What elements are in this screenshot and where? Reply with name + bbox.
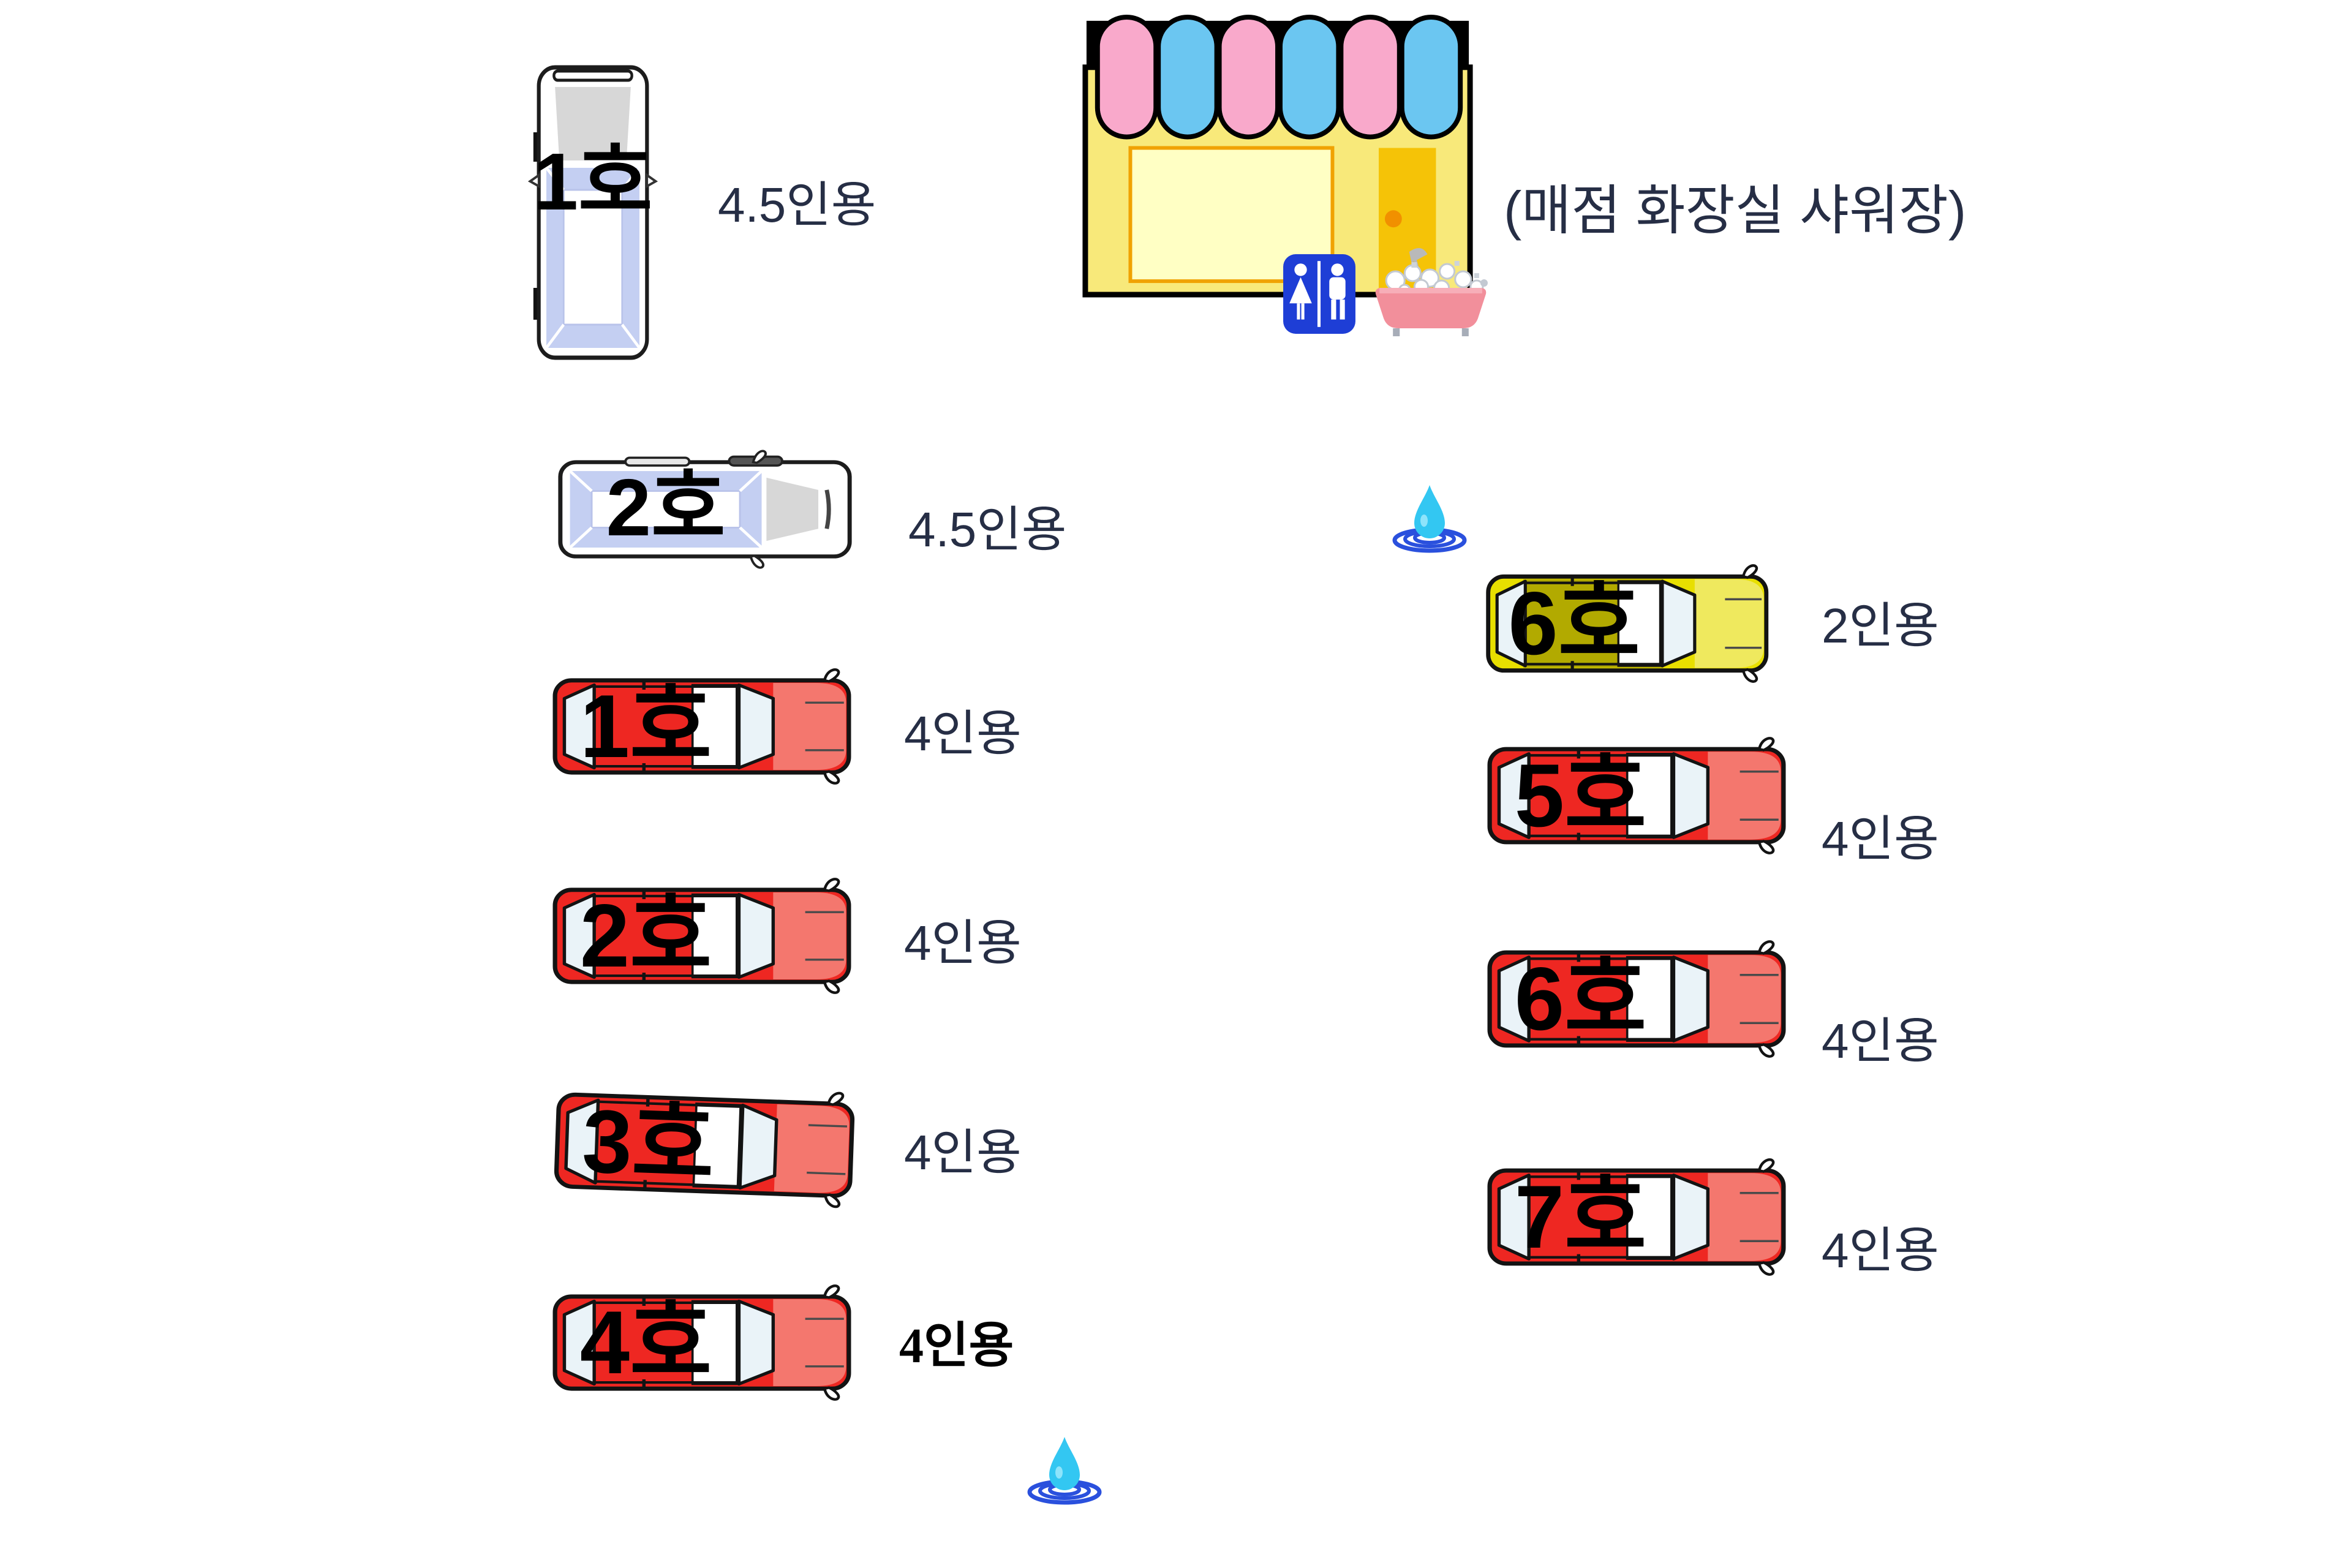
caravan-number-label: 2호: [606, 462, 726, 553]
red-car-6: 6호: [1485, 938, 1794, 1060]
capacity-label: 2인용: [1822, 598, 1939, 653]
red-car-7: 7호: [1485, 1156, 1794, 1278]
red-car-5: 5호: [1485, 735, 1794, 856]
red-car-4: 4호: [550, 1283, 859, 1403]
car-number-label: 6호: [1514, 949, 1647, 1049]
car-number-label: 7호: [1514, 1167, 1647, 1267]
capacity-label: 4인용: [904, 916, 1022, 970]
capacity-label: 4인용: [899, 1319, 1014, 1373]
red-car-3: 3호: [551, 1080, 864, 1211]
capacity-label: 4인용: [1822, 1223, 1939, 1278]
car-number-label: 1호: [579, 676, 712, 776]
red-car-2: 2호: [550, 876, 859, 996]
capacity-label: 4인용: [904, 706, 1022, 761]
capacity-label: 4인용: [1822, 812, 1939, 866]
capacity-label: 4.5인용: [908, 502, 1067, 557]
building-caption: (매점 화장실 샤워장): [1504, 180, 1967, 241]
water-drop-icon: [1389, 483, 1470, 557]
restroom-sign-drawing: [1281, 252, 1357, 336]
car-number-label: 2호: [579, 886, 712, 986]
water-tap-icon: [1389, 483, 1470, 557]
caravan-2: 2호: [554, 442, 856, 571]
capacity-label: 4인용: [1822, 1014, 1939, 1068]
bathtub-icon: [1371, 255, 1491, 341]
capacity-label: 4.5인용: [718, 178, 876, 232]
restroom-sign-icon: [1281, 252, 1357, 336]
bathtub-drawing: [1371, 255, 1491, 341]
car-number-label: 6호: [1508, 573, 1640, 673]
water-drop-icon: [1024, 1434, 1105, 1509]
car-number-label: 3호: [581, 1090, 717, 1196]
yellow-car-6: 6호: [1483, 562, 1776, 685]
car-number-label: 5호: [1514, 745, 1647, 845]
capacity-label: 4인용: [904, 1125, 1022, 1180]
water-tap-icon: [1024, 1434, 1105, 1509]
car-number-label: 4호: [579, 1292, 712, 1392]
caravan-1: 1호: [528, 61, 658, 363]
red-car-1: 1호: [550, 666, 859, 786]
caravan-number-label: 1호: [533, 136, 653, 227]
